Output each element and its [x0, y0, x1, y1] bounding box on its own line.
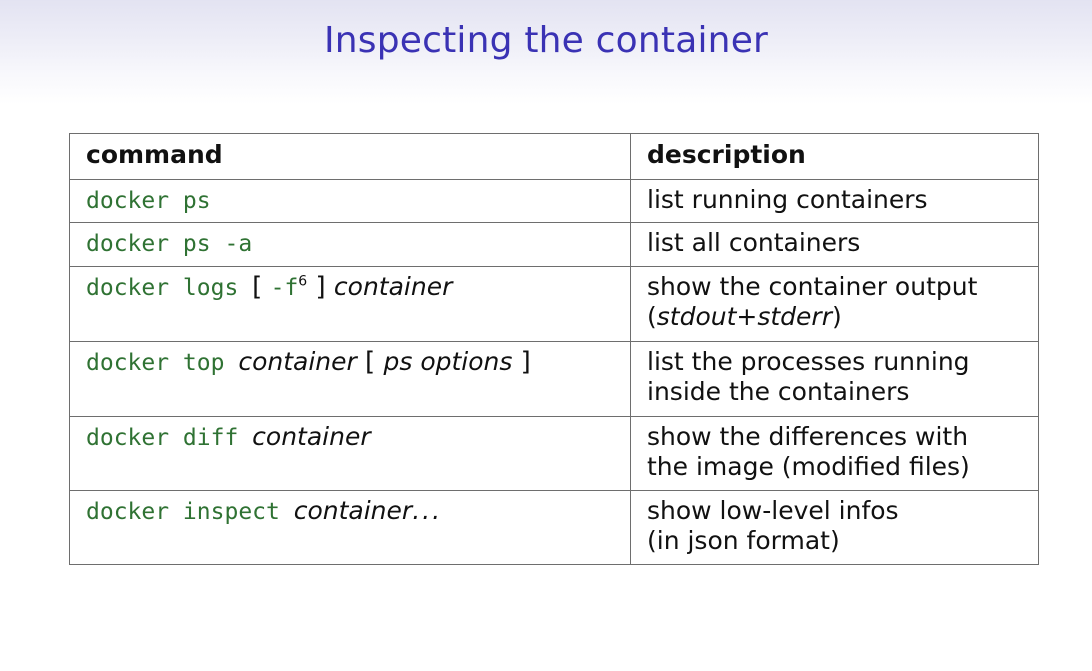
header-cell-description: description: [630, 133, 1039, 180]
description-text-docker-logs: show the container output(stdout+stderr): [631, 267, 1038, 340]
description-token-up: inside the containers: [647, 377, 910, 407]
command-token-arg: container: [238, 346, 357, 376]
command-text-docker-ps-a: docker ps -a: [70, 223, 630, 266]
command-token-arg: container: [252, 421, 371, 451]
description-token-it: stdout+stderr: [656, 302, 832, 331]
header-label-description: description: [647, 140, 806, 169]
description-token-up: show the differences with: [647, 421, 969, 451]
description-line: inside the containers: [647, 377, 1028, 408]
command-cell-docker-logs: docker logs [ -f6 ] container: [69, 265, 631, 342]
page-title: Inspecting the container: [323, 20, 769, 61]
table-row: docker top container [ ps options ] list…: [69, 340, 1039, 417]
command-token-cmd: -f: [270, 274, 299, 301]
header-label-command: command: [86, 140, 223, 169]
table-row: docker ps list running containers: [69, 178, 1039, 223]
description-line: list all containers: [647, 228, 1028, 259]
command-token-cmd: docker ps: [86, 187, 211, 214]
description-line: show low-level infos: [647, 496, 1028, 527]
command-token-brk: [: [356, 346, 384, 377]
description-line: (in json format): [647, 526, 1028, 557]
table-row: docker ps -a list all containers: [69, 222, 1039, 267]
description-cell-docker-ps: list running containers: [630, 178, 1039, 223]
command-cell-docker-top: docker top container [ ps options ]: [69, 340, 631, 417]
description-token-up: (: [647, 302, 657, 331]
table-row: docker diff container show the differenc…: [69, 415, 1039, 491]
command-token-cmd: docker inspect: [86, 498, 294, 525]
description-cell-docker-inspect: show low-level infos(in json format): [630, 489, 1039, 565]
command-text-docker-inspect: docker inspect container...: [70, 491, 630, 564]
command-text-docker-diff: docker diff container: [70, 417, 630, 490]
command-text-docker-ps: docker ps: [70, 180, 630, 223]
command-token-cmd: docker ps -a: [86, 231, 253, 257]
header-cell-command: command: [69, 133, 631, 180]
description-text-docker-ps: list running containers: [631, 180, 1038, 223]
description-line: the image (modified files): [647, 452, 1028, 483]
description-token-up: list the processes running: [647, 346, 970, 376]
description-line: show the container output: [647, 272, 1028, 303]
description-token-up: (in json format): [647, 526, 840, 556]
description-text-docker-ps-a: list all containers: [631, 223, 1038, 266]
description-token-up: list all containers: [647, 228, 861, 257]
description-token-up: show the container output: [647, 271, 978, 301]
description-text-docker-inspect: show low-level infos(in json format): [631, 491, 1038, 564]
description-line: list the processes running: [647, 347, 1028, 378]
table-row: docker inspect container... show low-lev…: [69, 489, 1039, 565]
description-token-up: show low-level infos: [647, 495, 899, 525]
description-line: (stdout+stderr): [647, 302, 1028, 333]
description-cell-docker-logs: show the container output(stdout+stderr): [630, 265, 1039, 342]
command-cell-docker-inspect: docker inspect container...: [69, 489, 631, 565]
command-filler-line: [86, 378, 620, 409]
command-token-brk: [: [252, 271, 271, 302]
description-line: show the differences with: [647, 422, 1028, 453]
description-token-up: list running containers: [647, 184, 928, 214]
command-reference-table-wrap: command description docker ps list runnin…: [69, 133, 1039, 565]
table-header-row: command description: [69, 133, 1039, 180]
command-token-arg: container: [333, 271, 453, 301]
command-cell-docker-ps: docker ps: [69, 178, 631, 223]
command-token-cmd: docker diff: [86, 424, 253, 451]
command-token-arg: ps options: [383, 346, 513, 376]
command-token-brk: ]: [512, 346, 531, 377]
command-filler-line: [86, 303, 620, 334]
command-text-docker-logs: docker logs [ -f6 ] container: [70, 267, 630, 341]
command-token-cmd: docker top: [86, 349, 239, 376]
command-token-sup: 6: [298, 273, 308, 290]
command-filler-line: [86, 526, 620, 557]
command-filler-line: [86, 452, 620, 483]
command-text-docker-top: docker top container [ ps options ]: [70, 342, 630, 416]
description-cell-docker-ps-a: list all containers: [630, 222, 1039, 267]
description-token-up: ): [832, 302, 842, 331]
command-token-ell: ...: [412, 495, 443, 525]
command-cell-docker-ps-a: docker ps -a: [69, 222, 631, 267]
command-token-arg: container: [293, 495, 413, 525]
table-row: docker logs [ -f6 ] container show the c…: [69, 265, 1039, 342]
description-token-up: the image (modified files): [647, 452, 970, 482]
command-reference-table: command description docker ps list runnin…: [69, 133, 1039, 565]
command-cell-docker-diff: docker diff container: [69, 415, 631, 491]
description-line: list running containers: [647, 185, 1028, 216]
command-token-cmd: docker logs: [86, 274, 253, 301]
command-token-brk: ]: [307, 271, 334, 302]
